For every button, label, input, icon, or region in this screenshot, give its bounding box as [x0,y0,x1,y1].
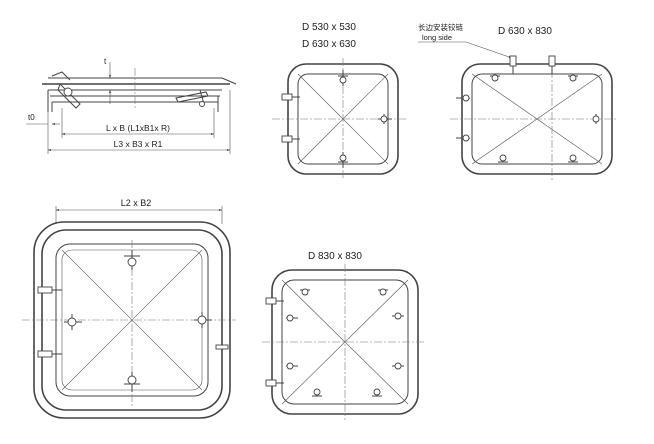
dog-icon [124,372,140,392]
dog-icon [300,288,310,296]
dim-l2b2-label: L2 x B2 [121,198,152,208]
title-d530: D 530 x 530 [302,22,356,33]
dog-icon [338,70,348,86]
dog-icon [490,74,500,82]
hinge-icon [509,55,517,74]
hinge-icon [548,55,556,74]
dog-icon [338,152,348,168]
dog-icon [378,114,392,124]
note-hinge-en: long side [422,33,452,42]
dog-icon [64,314,82,330]
dog-icon [456,134,470,142]
dim-t0-label: t0 [28,113,35,122]
dog-icon [392,362,404,370]
hatch-d530-d630: D 530 x 530 D 630 x 630 [272,22,406,180]
dog-icon [592,114,600,124]
dog-icon [392,312,404,320]
dog-icon [372,388,382,397]
hinge-icon [281,93,300,101]
side-view: t t0 L x B (L1xB1x R) L3 x B3 x R1 [26,57,237,154]
hinge-icon [265,297,284,305]
note-hinge-cn: 长边安装铰链 [418,22,463,32]
dog-icon [124,250,140,270]
hinge-icon [265,379,284,387]
title-d830: D 830 x 830 [308,251,362,262]
dog-icon [498,154,508,163]
side-hinge-icon [51,71,81,109]
dim-lxb-label: L x B (L1xB1x R) [106,123,170,133]
hinge-icon [37,286,62,294]
dim-l3b3-label: L3 x B3 x R1 [114,139,163,149]
dog-icon [286,362,298,370]
dog-icon [568,74,578,82]
dog-icon [286,314,298,322]
hinge-icon [37,350,62,358]
hatch-d830x830: D 830 x 830 [262,251,426,420]
dog-icon [312,388,322,397]
dog-icon [568,154,578,163]
side-handle-icon [175,89,209,107]
title-d630: D 630 x 630 [302,39,356,50]
dog-icon [378,288,388,296]
dim-t-label: t [104,57,107,66]
hatch-d630x830: 长边安装铰链 long side D 630 x 830 [418,22,618,180]
dog-icon [194,312,212,328]
hinge-icon [281,135,300,143]
dog-icon [456,94,470,102]
title-d630x830: D 630 x 830 [498,26,552,37]
hatch-plan-view-large: L2 x B2 [22,198,236,419]
handle-icon [215,344,229,350]
